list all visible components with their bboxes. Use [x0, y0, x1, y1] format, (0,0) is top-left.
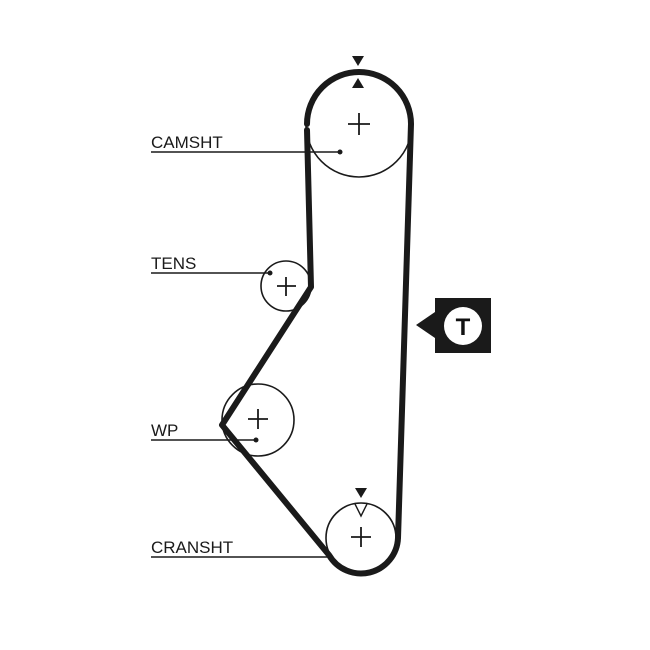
- water-pump-center-mark: [248, 409, 268, 429]
- tensioner-leader-dot: [267, 270, 273, 276]
- camshaft-timing-mark-bottom-icon: [352, 78, 364, 88]
- tensioner-center-mark: [277, 277, 296, 296]
- crankshaft-center-mark: [351, 527, 371, 547]
- tension-point-marker: T: [416, 298, 491, 353]
- timing-belt: [219, 69, 414, 577]
- crankshaft-label: CRANSHT: [151, 538, 233, 557]
- water-pump-label: WP: [151, 421, 178, 440]
- camshaft-label: CAMSHT: [151, 133, 223, 152]
- tension-letter: T: [456, 314, 471, 341]
- camshaft-timing-mark-top-icon: [352, 56, 364, 66]
- crankshaft-timing-mark-icon: [355, 488, 367, 498]
- crankshaft-timing-notch-icon: [354, 503, 368, 518]
- crankshaft-leader-dot: [327, 554, 333, 560]
- camshaft-center-mark: [348, 113, 370, 135]
- tensioner-label: TENS: [151, 254, 196, 273]
- camshaft-leader-dot: [337, 149, 343, 155]
- tension-badge: [444, 307, 482, 345]
- water-pump-leader-dot: [253, 437, 259, 443]
